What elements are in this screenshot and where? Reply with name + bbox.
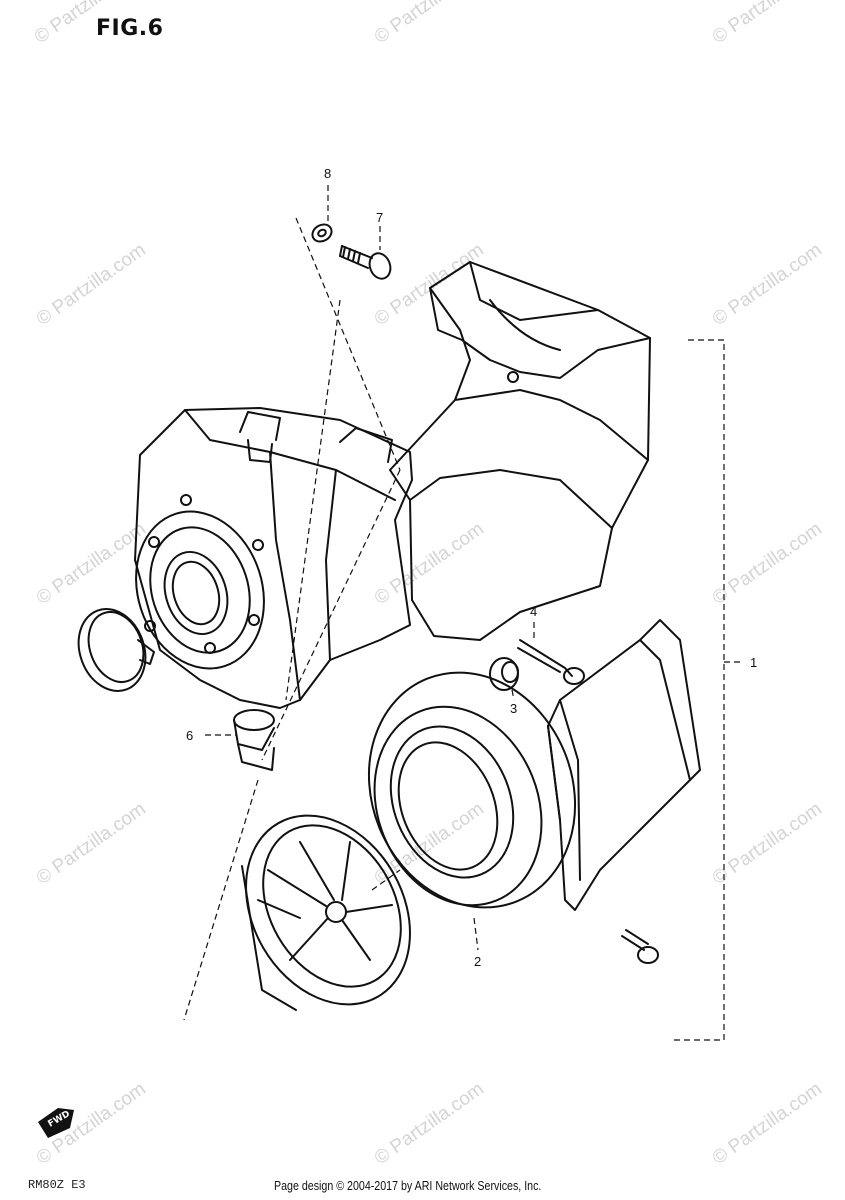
watermark: © Partzilla.com <box>33 239 150 330</box>
callout-1: 1 <box>750 655 757 670</box>
model-code: RM80Z E3 <box>28 1178 86 1192</box>
watermark: © Partzilla.com <box>371 239 488 330</box>
callout-6: 6 <box>186 728 193 743</box>
copyright-footer: Page design © 2004-2017 by ARI Network S… <box>274 1178 542 1193</box>
callout-7: 7 <box>376 210 383 225</box>
grommet-3 <box>489 657 519 691</box>
filter-element <box>367 671 577 909</box>
watermark: © Partzilla.com <box>33 518 150 609</box>
callout-2: 2 <box>474 954 481 969</box>
callout-3: 3 <box>510 701 517 716</box>
callout-8: 8 <box>324 166 331 181</box>
figure-title: FIG.6 <box>96 16 164 41</box>
watermark: © Partzilla.com <box>709 0 826 48</box>
bolt-7 <box>339 245 392 280</box>
intake-clamp <box>77 608 155 692</box>
forward-arrow-icon: FWD <box>38 1108 74 1138</box>
watermark: © Partzilla.com <box>33 798 150 889</box>
watermark: © Partzilla.com <box>709 798 826 889</box>
watermark: © Partzilla.com <box>371 518 488 609</box>
leader-lines <box>183 185 744 1041</box>
watermark: © Partzilla.com <box>709 518 826 609</box>
screw <box>621 929 659 964</box>
watermark: © Partzilla.com <box>371 1078 488 1169</box>
drain-plug-6 <box>233 709 275 771</box>
watermark: © Partzilla.com <box>371 0 488 48</box>
washer-8 <box>311 223 333 243</box>
watermark: © Partzilla.com <box>709 239 826 330</box>
watermark: © Partzilla.com <box>31 0 148 48</box>
element-holder <box>241 814 411 1011</box>
watermark: © Partzilla.com <box>709 1078 826 1169</box>
clip-4 <box>517 639 585 685</box>
air-cleaner-case <box>134 261 701 911</box>
callout-4: 4 <box>530 604 537 619</box>
